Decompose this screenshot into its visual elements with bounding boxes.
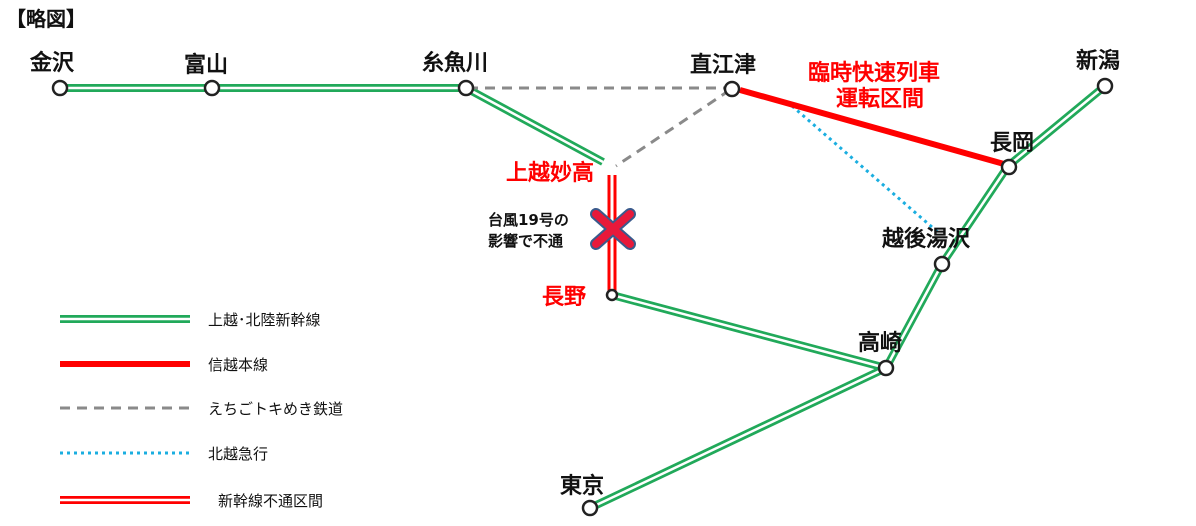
legend-label-shinetsu: 信越本線 (208, 356, 268, 374)
station-marker-nagano (605, 288, 619, 302)
label-kanazawa: 金沢 (29, 50, 75, 76)
label-toyama: 富山 (184, 52, 228, 78)
station-marker-toyama (203, 79, 221, 97)
label-itoigawa: 糸魚川 (422, 50, 488, 76)
legend-item-shinetsu: 信越本線 (60, 356, 268, 374)
closure-cross-icon (590, 208, 636, 250)
legend-item-suspended: 新幹線不通区間 (60, 492, 323, 510)
joetsu-shinkansen-inner (884, 85, 1106, 369)
hokuriku-shinkansen-east (588, 291, 890, 512)
legend: 上越･北陸新幹線 信越本線 えちごトキめき鉄道 北越急行 新幹線不通区間 (60, 311, 343, 510)
legend-item-shinkansen: 上越･北陸新幹線 (60, 311, 321, 329)
tokimeki-lines (468, 86, 731, 168)
label-echigoyuzawa: 越後湯沢 (881, 226, 971, 252)
station-marker-echigoyuzawa (933, 255, 951, 273)
station-markers (51, 77, 1114, 517)
legend-label-shinkansen: 上越･北陸新幹線 (208, 311, 321, 329)
typhoon-note-line2: 影響で不通 (488, 232, 563, 250)
legend-label-hokuhoku: 北越急行 (208, 445, 268, 463)
station-marker-tokyo (581, 499, 599, 517)
legend-label-suspended: 新幹線不通区間 (218, 492, 323, 510)
legend-label-tokimeki: えちごトキめき鉄道 (208, 400, 343, 418)
station-marker-itoigawa (457, 79, 475, 97)
legend-item-tokimeki: えちごトキめき鉄道 (60, 400, 343, 418)
station-marker-takasaki (877, 359, 895, 377)
tokimeki-naoetsu-joetsumyoko (615, 88, 731, 168)
label-joetsumyoko: 上越妙高 (506, 160, 594, 186)
station-marker-niigata (1096, 77, 1114, 95)
map-title: 【略図】 (6, 7, 86, 31)
label-nagaoka: 長岡 (990, 131, 1034, 156)
station-marker-nagaoka (1000, 158, 1018, 176)
station-marker-naoetsu (723, 80, 741, 98)
label-tokyo: 東京 (560, 473, 604, 499)
label-niigata: 新潟 (1076, 48, 1120, 74)
label-nagano: 長野 (542, 285, 586, 310)
label-naoetsu: 直江津 (690, 52, 756, 78)
special-train-label-line2: 運転区間 (836, 86, 924, 112)
shinetsu-main-line (739, 87, 1005, 167)
typhoon-note-line1: 台風19号の (488, 211, 569, 229)
hokuriku-shinkansen-west (60, 84, 605, 166)
station-marker-kanazawa (51, 79, 69, 97)
hokuhoku-line (791, 104, 941, 236)
hokuriku-shinkansen-west-inner (60, 86, 604, 164)
label-takasaki: 高崎 (858, 330, 902, 356)
station-labels: 金沢 富山 糸魚川 直江津 新潟 長岡 越後湯沢 上越妙高 長野 高崎 東京 (29, 48, 1120, 499)
special-train-label-line1: 臨時快速列車 (808, 60, 940, 86)
legend-item-hokuhoku: 北越急行 (60, 445, 268, 463)
